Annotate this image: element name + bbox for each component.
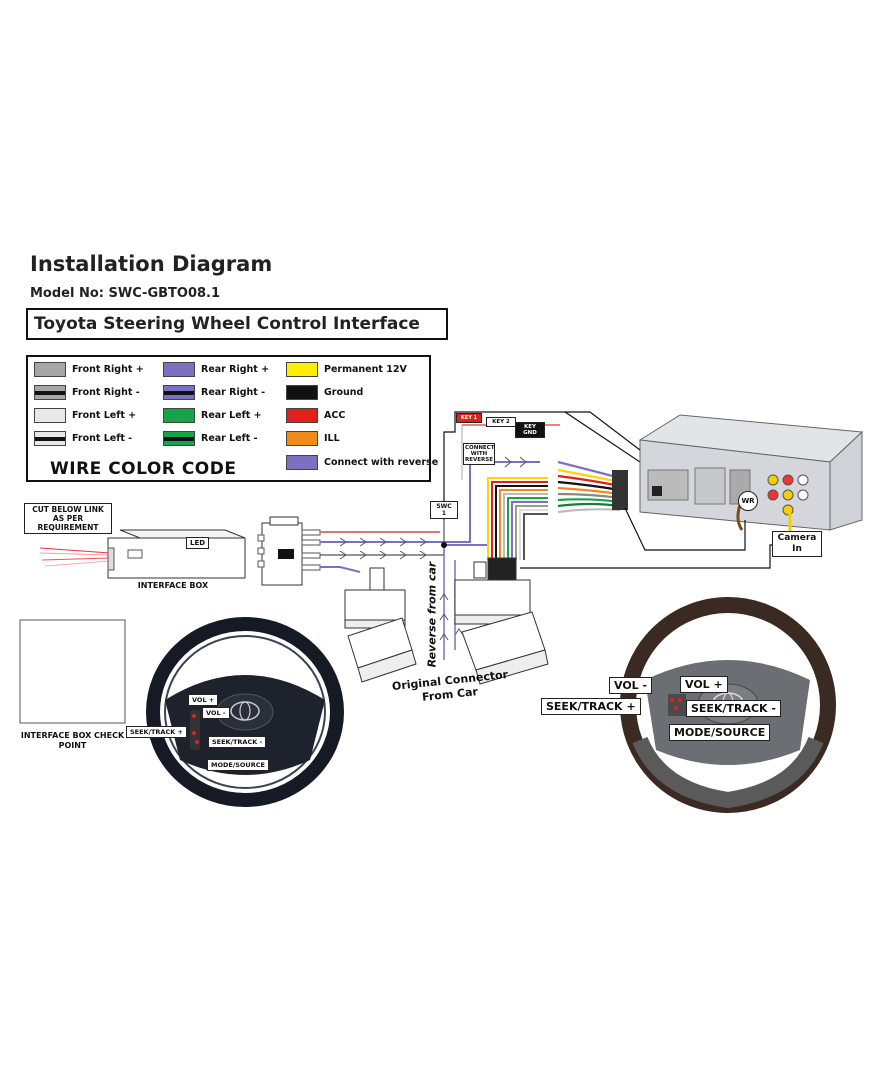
wr-label: WR (738, 491, 758, 511)
wheel-left-mode: MODE/SOURCE (207, 759, 269, 771)
head-unit (638, 414, 864, 537)
swatch (163, 408, 195, 423)
legend-item: Ground (286, 385, 363, 400)
wire-color-legend: Front Right + Front Right - Front Left +… (26, 355, 438, 482)
wheel-left-seek-minus: SEEK/TRACK - (208, 736, 267, 748)
swatch (286, 455, 318, 470)
connect-reverse-label: CONNECT WITH REVERSE (463, 443, 495, 465)
legend-heading: WIRE COLOR CODE (50, 459, 237, 479)
swatch (286, 408, 318, 423)
legend-item: Front Right - (34, 385, 140, 400)
legend-item: ACC (286, 408, 345, 423)
original-connector-left (344, 567, 417, 683)
legend-item: Rear Left - (163, 431, 258, 446)
interface-box-label: INTERFACE BOX (137, 581, 209, 590)
key2-label: KEY 2 (486, 417, 516, 427)
key-gnd-label: KEY GND (515, 422, 545, 438)
legend-item: Rear Left + (163, 408, 262, 423)
swatch (286, 431, 318, 446)
swatch (163, 431, 195, 446)
head-unit-wires (557, 460, 621, 514)
steering-wheel-left (146, 617, 344, 807)
wire-bundle (487, 477, 548, 560)
wheel-right-seek-minus: SEEK/TRACK - (686, 700, 781, 717)
swc-label: SWC 1 (430, 501, 458, 519)
swatch (286, 385, 318, 400)
legend-item: Permanent 12V (286, 362, 407, 377)
wheel-right-vol-minus: VOL - (609, 677, 653, 694)
legend-item: Front Left - (34, 431, 132, 446)
swatch (34, 362, 66, 377)
interface-box-shape (107, 529, 246, 579)
wheel-right-vol-plus: VOL + (680, 676, 728, 693)
camera-in-label: Camera In (772, 531, 822, 557)
head-unit-plug (612, 470, 628, 510)
legend-item: ILL (286, 431, 340, 446)
cut-wires (39, 547, 111, 567)
legend-item: Rear Right + (163, 362, 269, 377)
reverse-from-car-label: Reverse from car (425, 561, 439, 668)
legend-item: Connect with reverse (286, 455, 438, 470)
check-point-label: INTERFACE BOX CHECK POINT (20, 731, 125, 750)
swatch (286, 362, 318, 377)
interface-title: Toyota Steering Wheel Control Interface (26, 308, 448, 340)
swatch (163, 362, 195, 377)
legend-item: Front Left + (34, 408, 136, 423)
wheel-left-vol-minus: VOL - (202, 707, 230, 719)
wheel-left-seek-plus: SEEK/TRACK + (126, 726, 187, 738)
check-point-box (19, 619, 126, 724)
legend-item: Front Right + (34, 362, 144, 377)
model-number: Model No: SWC-GBTO08.1 (30, 286, 221, 301)
wheel-right-seek-plus: SEEK/TRACK + (541, 698, 641, 715)
page-title: Installation Diagram (30, 252, 273, 276)
key1-label: KEY 1 (456, 413, 482, 423)
swatch (34, 431, 66, 446)
swatch (163, 385, 195, 400)
original-connector-right (454, 557, 549, 685)
harness-connector (257, 516, 321, 586)
wheel-right-mode: MODE/SOURCE (669, 724, 771, 741)
wheel-left-vol-plus: VOL + (188, 694, 219, 706)
cut-below-label: CUT BELOW LINK AS PER REQUIREMENT (24, 503, 112, 534)
led-label: LED (186, 537, 210, 549)
swatch (34, 408, 66, 423)
legend-item: Rear Right - (163, 385, 265, 400)
swatch (34, 385, 66, 400)
